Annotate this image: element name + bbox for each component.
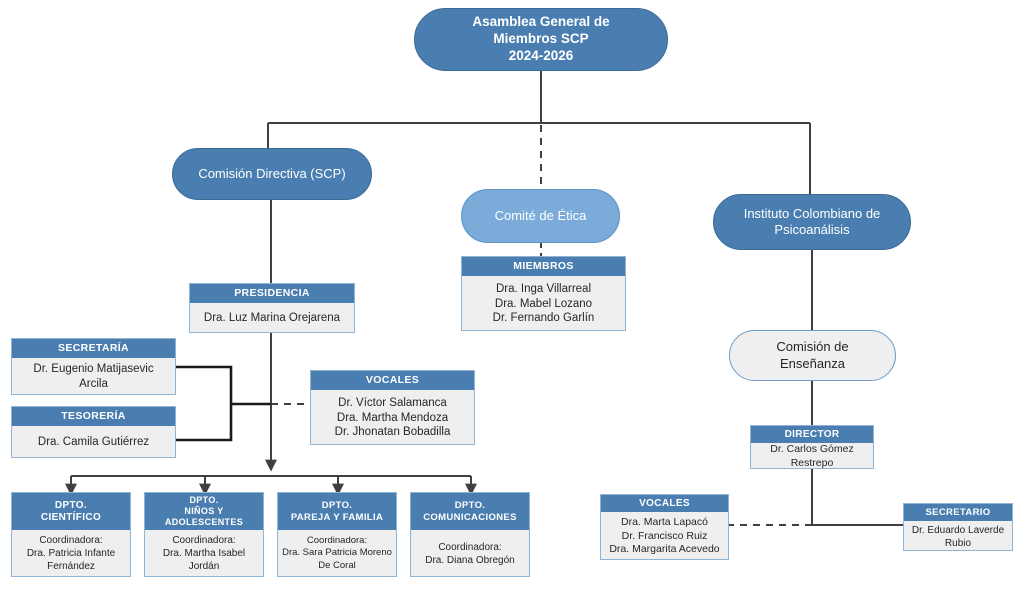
comite-etica-label: Comité de Ética xyxy=(494,207,587,223)
card-dpto-pareja-familia[interactable]: DPTO. PAREJA Y FAMILIA Coordinadora: Dra… xyxy=(277,492,397,577)
card-vocales-instituto[interactable]: VOCALES Dra. Marta Lapacó Dr. Francisco … xyxy=(600,494,729,560)
dpto-ninos-header-line-1: DPTO. xyxy=(189,495,219,506)
secretaria-line-2: Arcila xyxy=(79,378,108,390)
dpto-pareja-line-1: Coordinadora: xyxy=(306,534,368,546)
vocales-instituto-body: Dra. Marta Lapacó Dr. Francisco Ruiz Dra… xyxy=(601,512,728,561)
node-comision-ensenanza[interactable]: Comisión de Enseñanza xyxy=(729,330,896,381)
miembros-etica-line-1: Dra. Inga Villarreal xyxy=(495,282,592,295)
dpto-pareja-body: Coordinadora: Dra. Sara Patricia Moreno … xyxy=(278,530,396,577)
vocales-instituto-line-2: Dr. Francisco Ruiz xyxy=(621,529,708,542)
card-dpto-cientifico[interactable]: DPTO. CIENTÍFICO Coordinadora: Dra. Patr… xyxy=(11,492,131,577)
comision-ensenanza-label: Comisión de Enseñanza xyxy=(776,339,849,371)
card-dpto-ninos-adolescentes[interactable]: DPTO. NIÑOS Y ADOLESCENTES Coordinadora:… xyxy=(144,492,264,577)
edge-bracket-secretaria-tesoreria xyxy=(176,365,271,442)
vocales-instituto-line-3: Dra. Margarita Acevedo xyxy=(609,543,720,556)
director-line-2: Restrepo xyxy=(790,456,834,469)
dpto-ninos-header: DPTO. NIÑOS Y ADOLESCENTES xyxy=(145,493,263,530)
instituto-line-1: Instituto Colombiano de xyxy=(743,205,881,221)
dpto-pareja-header-line-2: PAREJA Y FAMILIA xyxy=(290,511,384,523)
vocales-scp-header: VOCALES xyxy=(311,371,474,390)
dpto-ninos-header-line-2: NIÑOS Y ADOLESCENTES xyxy=(164,506,244,527)
miembros-etica-body: Dra. Inga Villarreal Dra. Mabel Lozano D… xyxy=(462,276,625,332)
card-secretario[interactable]: SECRETARIO Dr. Eduardo Laverde Rubio xyxy=(903,503,1013,551)
dpto-ninos-body: Coordinadora: Dra. Martha Isabel Jordán xyxy=(145,530,263,577)
dpto-comunicaciones-header-line-1: DPTO. xyxy=(454,500,486,512)
presidencia-body: Dra. Luz Marina Orejarena xyxy=(190,303,354,334)
comision-directiva-label: Comisión Directiva (SCP) xyxy=(198,165,346,181)
node-instituto-colombiano-psicoanalisis[interactable]: Instituto Colombiano de Psicoanálisis xyxy=(713,194,911,250)
miembros-etica-header: MIEMBROS xyxy=(462,257,625,276)
secretario-line-1: Dr. Eduardo Laverde xyxy=(911,524,1005,536)
vocales-instituto-line-1: Dra. Marta Lapacó xyxy=(621,516,708,529)
dpto-cientifico-line-1: Coordinadora: xyxy=(39,535,103,546)
vocales-scp-body: Dr. Víctor Salamanca Dra. Martha Mendoza… xyxy=(311,390,474,446)
dpto-comunicaciones-line-2: Dra. Diana Obregón xyxy=(425,554,515,566)
dpto-comunicaciones-body: Coordinadora: Dra. Diana Obregón xyxy=(411,530,529,577)
dpto-cientifico-body: Coordinadora: Dra. Patricia Infante Fern… xyxy=(12,530,130,577)
vocales-instituto-header: VOCALES xyxy=(601,495,728,512)
card-dpto-comunicaciones[interactable]: DPTO. COMUNICACIONES Coordinadora: Dra. … xyxy=(410,492,530,577)
tesoreria-line-1: Dra. Camila Gutiérrez xyxy=(37,436,150,449)
secretaria-header: SECRETARÍA xyxy=(12,339,175,358)
dpto-pareja-header-line-1: DPTO. xyxy=(321,500,353,512)
card-secretaria[interactable]: SECRETARÍA Dr. Eugenio Matijasevic Arcil… xyxy=(11,338,176,395)
dpto-cientifico-header-line-1: DPTO. xyxy=(54,499,88,511)
dpto-comunicaciones-line-1: Coordinadora: xyxy=(438,541,502,553)
presidencia-line-1: Dra. Luz Marina Orejarena xyxy=(203,312,341,325)
secretario-header: SECRETARIO xyxy=(904,504,1012,521)
dpto-cientifico-header-line-2: CIENTÍFICO xyxy=(40,511,102,523)
dpto-cientifico-header: DPTO. CIENTÍFICO xyxy=(12,493,130,530)
instituto-line-2: Psicoanálisis xyxy=(774,222,850,237)
tesoreria-header: TESORERÍA xyxy=(12,407,175,426)
dpto-pareja-line-3: De Coral xyxy=(318,559,356,571)
dpto-ninos-line-1: Coordinadora: xyxy=(172,535,236,546)
miembros-etica-line-2: Dra. Mabel Lozano xyxy=(494,297,593,310)
card-vocales-scp[interactable]: VOCALES Dr. Víctor Salamanca Dra. Martha… xyxy=(310,370,475,445)
card-presidencia[interactable]: PRESIDENCIA Dra. Luz Marina Orejarena xyxy=(189,283,355,333)
secretaria-line-1: Dr. Eugenio Matijasevic xyxy=(33,363,154,376)
vocales-scp-line-2: Dra. Martha Mendoza xyxy=(336,411,449,424)
dpto-comunicaciones-header: DPTO. COMUNICACIONES xyxy=(411,493,529,530)
dpto-cientifico-line-2: Dra. Patricia Infante xyxy=(26,548,116,559)
dpto-ninos-line-2: Dra. Martha Isabel xyxy=(162,548,246,559)
secretario-line-2: Rubio xyxy=(944,537,972,549)
dpto-pareja-header: DPTO. PAREJA Y FAMILIA xyxy=(278,493,396,530)
node-comite-etica[interactable]: Comité de Ética xyxy=(461,189,620,243)
node-comision-directiva[interactable]: Comisión Directiva (SCP) xyxy=(172,148,372,200)
tesoreria-body: Dra. Camila Gutiérrez xyxy=(12,426,175,459)
asamblea-line-2: 2024-2026 xyxy=(508,47,574,63)
asamblea-line-1: Asamblea General de Miembros SCP xyxy=(472,14,610,47)
director-header: DIRECTOR xyxy=(751,426,873,443)
dpto-ninos-line-3: Jordán xyxy=(188,561,220,572)
card-miembros-etica[interactable]: MIEMBROS Dra. Inga Villarreal Dra. Mabel… xyxy=(461,256,626,331)
secretario-body: Dr. Eduardo Laverde Rubio xyxy=(904,521,1012,552)
node-asamblea-general[interactable]: Asamblea General de Miembros SCP 2024-20… xyxy=(414,8,668,71)
director-body: Dr. Carlos Gómez Restrepo xyxy=(751,443,873,470)
presidencia-header: PRESIDENCIA xyxy=(190,284,354,303)
card-director[interactable]: DIRECTOR Dr. Carlos Gómez Restrepo xyxy=(750,425,874,469)
dpto-pareja-line-2: Dra. Sara Patricia Moreno xyxy=(282,547,392,559)
vocales-scp-line-3: Dr. Jhonatan Bobadilla xyxy=(334,426,451,439)
vocales-scp-line-1: Dr. Víctor Salamanca xyxy=(338,396,447,409)
secretaria-body: Dr. Eugenio Matijasevic Arcila xyxy=(12,358,175,396)
dpto-comunicaciones-header-line-2: COMUNICACIONES xyxy=(423,511,517,523)
dpto-cientifico-line-3: Fernández xyxy=(47,561,95,572)
card-tesoreria[interactable]: TESORERÍA Dra. Camila Gutiérrez xyxy=(11,406,176,458)
director-line-1: Dr. Carlos Gómez xyxy=(770,442,854,455)
miembros-etica-line-3: Dr. Fernando Garlín xyxy=(492,312,595,325)
